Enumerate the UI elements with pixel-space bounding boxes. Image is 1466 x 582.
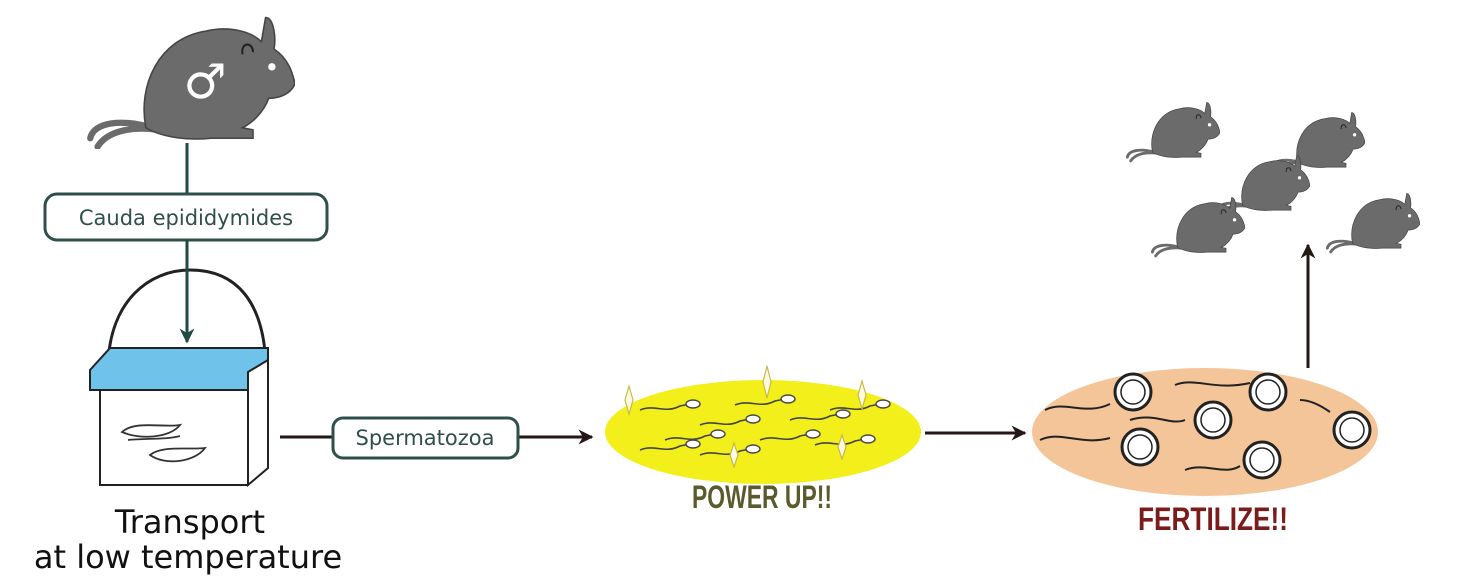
- spermatozoa-label-box: Spermatozoa: [331, 416, 520, 460]
- fertilize-ellipse: [1032, 368, 1378, 496]
- offspring-mice-icons: [1125, 100, 1420, 258]
- power-up-ellipse: [605, 365, 921, 484]
- offspring-mouse-icon: [1150, 195, 1245, 258]
- offspring-mouse-icon: [1325, 191, 1420, 254]
- male-symbol: ♂: [183, 54, 226, 110]
- fertilize-label: FERTILIZE!!: [1138, 501, 1288, 537]
- transport-label-line1: Transport: [114, 503, 265, 541]
- transport-box-icon: [89, 240, 269, 488]
- power-up-label: POWER UP!!: [692, 479, 832, 515]
- cauda-label: Cauda epididymides: [79, 206, 293, 230]
- spermatozoa-label: Spermatozoa: [356, 426, 495, 450]
- male-mouse-icon: ♂: [90, 18, 295, 147]
- sparkle-icons: [624, 365, 867, 469]
- offspring-mouse-icon: [1125, 100, 1220, 163]
- cauda-label-box: Cauda epididymides: [43, 192, 329, 242]
- transport-label-line2: at low temperature: [34, 538, 342, 576]
